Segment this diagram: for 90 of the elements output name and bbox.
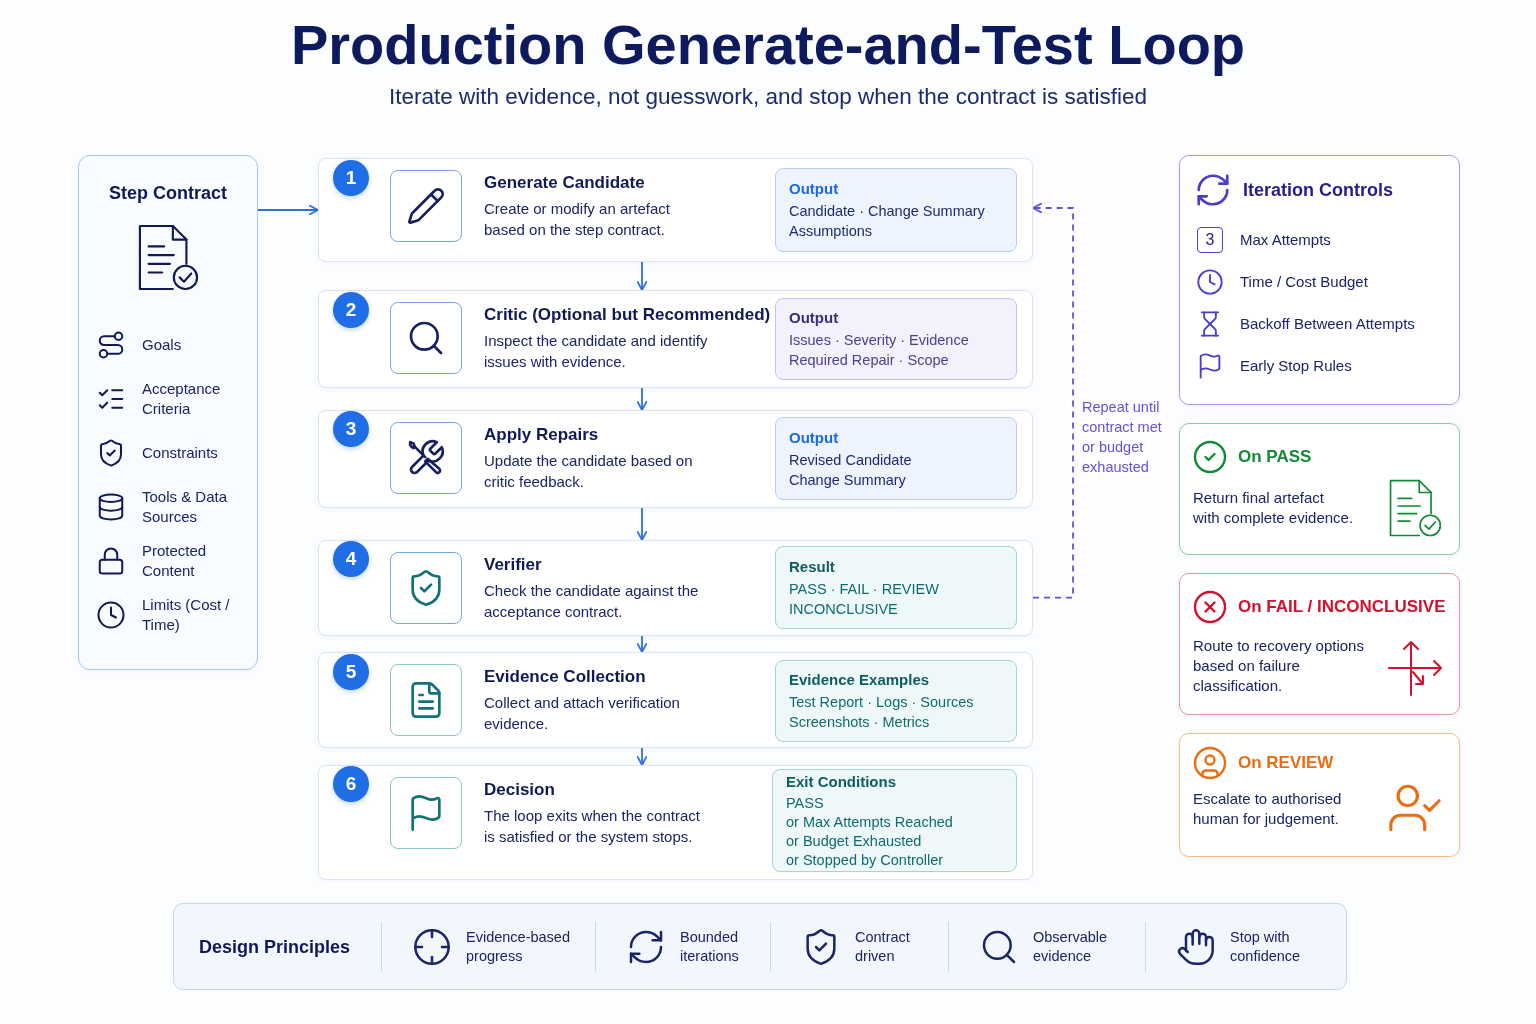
step-number: 2: [333, 292, 369, 328]
step-title: Apply Repairs: [484, 424, 600, 446]
output-panel: [775, 660, 1017, 742]
outcome-description: Return final artefact with complete evidence.: [1193, 488, 1354, 528]
contract-item: Tools & Data Sources: [142, 487, 229, 527]
dashed-arrow: [1032, 202, 1074, 599]
outcome-card: [1179, 573, 1460, 715]
output-item: Revised Candidate: [789, 450, 913, 470]
output-item: Candidate · Change Summary: [789, 202, 986, 221]
principle-text: Observable evidence: [1033, 927, 1109, 966]
step-title: Decision: [484, 779, 556, 801]
principle-text: Evidence-based progress: [466, 927, 571, 966]
contract-item: Acceptance Criteria: [142, 379, 222, 419]
output-item: or Max Attempts Reached: [786, 812, 954, 832]
step-title: Generate Candidate: [484, 172, 646, 194]
step-description: Check the candidate against the acceptance contract.: [484, 581, 700, 622]
step-card: [318, 652, 1033, 748]
control-item: Max Attempts: [1240, 230, 1331, 250]
step-title: Critic (Optional but Recommended): [484, 304, 771, 326]
outcome-card: [1179, 733, 1460, 857]
step-description: Update the candidate based on critic feedback.: [484, 451, 694, 492]
panel-heading: Output: [789, 179, 840, 199]
step-number: 3: [333, 411, 369, 447]
outcome-title: On PASS: [1238, 446, 1312, 468]
output-item: Assumptions: [789, 222, 873, 241]
controls-panel: [1179, 155, 1460, 405]
step-description: The loop exits when the contract is satisfied or the system stops.: [484, 806, 701, 847]
arrow: [636, 507, 648, 541]
control-item: Early Stop Rules: [1240, 356, 1352, 376]
output-item: PASS · FAIL · REVIEW: [789, 579, 940, 599]
panel-heading: Evidence Examples: [789, 670, 931, 690]
step-card: [318, 410, 1033, 508]
output-item: Screenshots · Metrics: [789, 713, 931, 732]
panel-heading: Output: [789, 308, 840, 328]
step-number: 4: [333, 541, 369, 577]
outcome-title: On REVIEW: [1238, 752, 1334, 774]
arrow: [636, 635, 648, 653]
output-item: Change Summary: [789, 470, 907, 490]
step-card: [318, 765, 1033, 880]
attempt-count: 3: [1197, 227, 1223, 253]
panel-heading: Result: [789, 556, 836, 577]
contract-item: Goals: [142, 335, 183, 355]
step-card: [318, 158, 1033, 262]
contract-item: Constraints: [142, 443, 219, 463]
contract-item: Protected Content: [142, 541, 208, 581]
step-card: [318, 540, 1033, 636]
output-panel: [775, 168, 1017, 252]
contract-item: Limits (Cost / Time): [142, 595, 230, 635]
output-panel: [775, 298, 1017, 380]
step-number: 5: [333, 654, 369, 690]
panel-heading: Design Principles: [199, 935, 351, 959]
step-title: Verifier: [484, 554, 543, 576]
panel-heading: Step Contract: [109, 182, 227, 205]
step-number: 1: [333, 160, 369, 196]
output-panel: [775, 546, 1017, 629]
arrow: [636, 387, 648, 411]
step-card: [318, 290, 1033, 388]
output-item: or Stopped by Controller: [786, 850, 945, 870]
principles-bar: [173, 903, 1347, 990]
title: Production Generate-and-Test Loop: [290, 13, 1246, 77]
output-item: PASS: [786, 793, 825, 813]
outcome-card: [1179, 423, 1460, 555]
control-item: Time / Cost Budget: [1240, 272, 1368, 292]
control-item: Backoff Between Attempts: [1240, 314, 1415, 334]
principle-text: Contract driven: [855, 927, 911, 966]
arrow: [636, 261, 648, 291]
panel-heading: Exit Conditions: [786, 771, 897, 792]
principle-text: Bounded iterations: [680, 927, 740, 966]
output-item: Issues · Severity · Evidence: [789, 331, 970, 350]
step-title: Evidence Collection: [484, 666, 647, 688]
outcome-description: Route to recovery options based on failure classification.: [1193, 636, 1365, 696]
arrow: [636, 747, 648, 766]
output-panel: [772, 769, 1017, 872]
step-number: 6: [333, 766, 369, 802]
arrow: [257, 204, 319, 216]
step-contract-panel: [78, 155, 258, 670]
output-item: Test Report · Logs · Sources: [789, 693, 975, 712]
output-panel: [775, 417, 1017, 500]
subtitle: Iterate with evidence, not guesswork, and stop when the contract is satisfied: [389, 83, 1147, 111]
step-description: Create or modify an artefact based on the step contract.: [484, 199, 671, 240]
output-item: INCONCLUSIVE: [789, 599, 899, 619]
output-item: Required Repair · Scope: [789, 351, 950, 370]
outcome-description: Escalate to authorised human for judgement.: [1193, 789, 1343, 829]
principle-text: Stop with confidence: [1230, 927, 1302, 966]
step-description: Inspect the candidate and identify issues with evidence.: [484, 331, 709, 372]
outcome-title: On FAIL / INCONCLUSIVE: [1238, 596, 1446, 618]
panel-heading: Output: [789, 427, 840, 448]
output-item: or Budget Exhausted: [786, 831, 923, 851]
step-description: Collect and attach verification evidence.: [484, 693, 681, 734]
panel-heading: Iteration Controls: [1243, 179, 1393, 202]
